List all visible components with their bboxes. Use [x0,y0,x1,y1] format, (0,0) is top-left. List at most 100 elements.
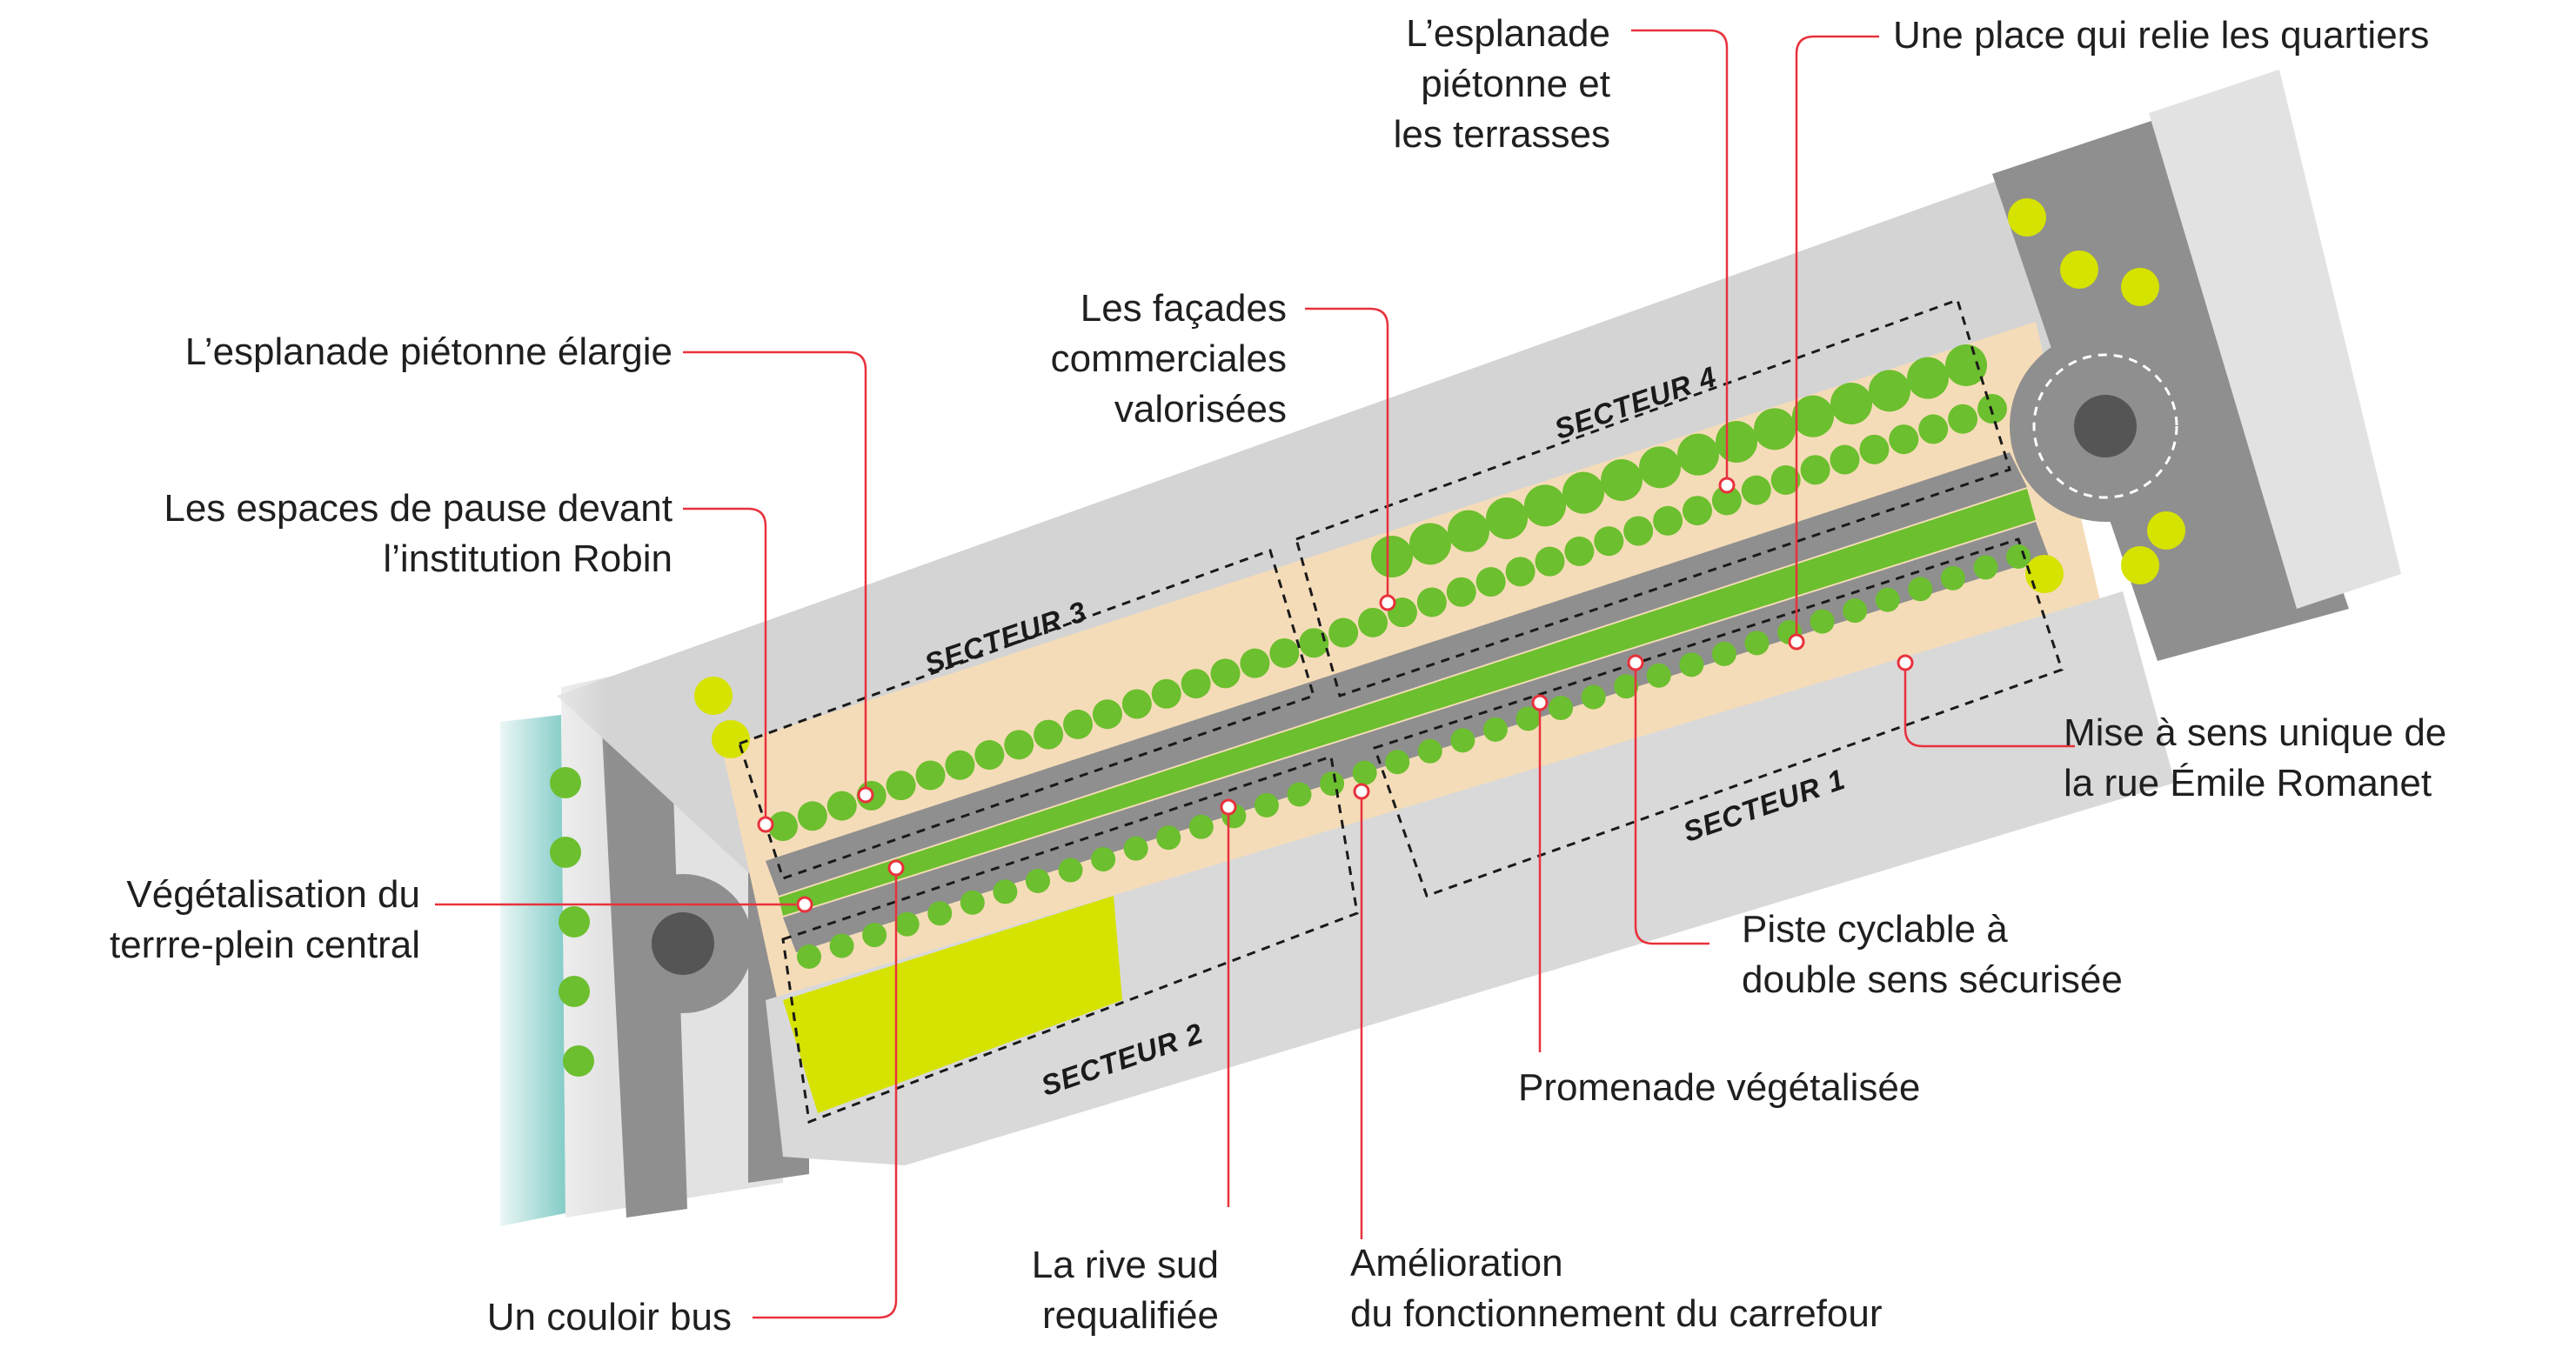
tree [1417,738,1442,764]
tree [550,837,581,868]
label-sens-unique: Mise à sens unique de la rue Émile Romane… [2064,708,2446,809]
right-quarter [2149,70,2401,609]
tree [768,811,798,841]
tree [1601,459,1643,501]
marker-esplanade-terrasses [1718,477,1736,494]
tree [1058,858,1083,883]
tree [927,901,953,926]
tree-yellow [2025,555,2064,593]
tree [797,801,827,831]
tree [945,750,975,780]
tree-yellow [2147,511,2185,550]
label-line: Amélioration [1350,1242,1563,1285]
marker-place [1788,633,1805,651]
tree [1830,383,1872,424]
leader-lines [435,29,2075,1319]
label-line: Les façades [1080,287,1287,330]
marker-amelioration [1353,783,1370,800]
marker-piste [1627,654,1644,671]
tree [1299,628,1329,658]
label-line: Un couloir bus [486,1296,732,1338]
tree [1869,370,1910,412]
tree [862,923,887,948]
label-line: Une place qui relie les quartiers [1893,14,2430,57]
tree [1269,637,1300,668]
sector-1-frame [1373,537,2064,898]
marker-rive-sud [1220,798,1237,816]
label-line: valorisées [1114,388,1287,430]
tree [1121,689,1152,719]
tree [886,771,916,801]
leader-esplanade-elargie [683,350,867,788]
boulevard-north-lane [766,452,2027,896]
label-line: L’esplanade [1406,12,1610,55]
tree [1240,648,1270,678]
marker-promenade [1531,694,1549,711]
marker-facades [1379,594,1396,611]
tree [1123,836,1148,861]
tree [1810,609,1835,634]
label-line: les terrasses [1393,113,1610,156]
tree [1025,868,1050,893]
tree [1446,577,1476,607]
tree [826,791,857,821]
tree [1770,464,1801,495]
label-line: du fonctionnement du carrefour [1350,1292,1883,1335]
tree [1623,516,1654,546]
sector-3-frame [738,549,1315,880]
label-line: Mise à sens unique de [2064,711,2447,754]
tree [1918,414,1949,444]
tree [1004,730,1034,760]
tree [1843,598,1868,624]
leader-espaces-pause [683,507,767,817]
leader-facades [1305,307,1389,596]
tree [1188,814,1214,839]
tree [797,944,821,969]
tree [1515,706,1541,731]
label-line: Les espaces de pause devant [164,487,672,530]
tree [1940,565,1965,591]
leader-sens-unique [1904,670,2075,748]
leader-esplanade-terrasses [1631,29,1729,478]
label-line: la rue Émile Romanet [2064,762,2432,804]
tree [1744,631,1770,656]
tree [1614,674,1639,699]
marker-couloir-bus [887,859,905,877]
tree [1371,536,1413,577]
label-promenade: Promenade végétalisée [1518,1063,1920,1113]
south-park [783,896,1122,1113]
tree [894,911,920,937]
tree [1889,424,1919,455]
label-place: Une place qui relie les quartiers [1893,10,2429,61]
tree [1653,505,1683,536]
tree [1830,444,1860,475]
sector-frames [738,298,2064,1124]
tree [1562,471,1604,514]
tree [1754,408,1796,450]
tree [1320,771,1345,797]
tree-yellow [2008,198,2046,237]
label-line: terrre-plein central [109,924,420,966]
tree [1711,485,1742,516]
central-green-strip [779,489,2036,916]
label-amelioration: Amélioration du fonctionnement du carrefo… [1350,1238,1883,1339]
tree [1181,669,1211,699]
tree [1679,652,1704,677]
tree [1792,395,1834,437]
label-esplanade-elargie: L’esplanade piétonne élargie [185,327,672,377]
tree [1549,696,1574,721]
tree [1416,587,1447,617]
tree [1482,717,1508,742]
tree [1907,357,1949,399]
tree [1677,433,1719,476]
leader-place [1795,35,1879,635]
tree [1034,719,1064,750]
label-line: l’institution Robin [383,537,672,580]
tree [1646,663,1671,688]
tree [1328,617,1359,648]
